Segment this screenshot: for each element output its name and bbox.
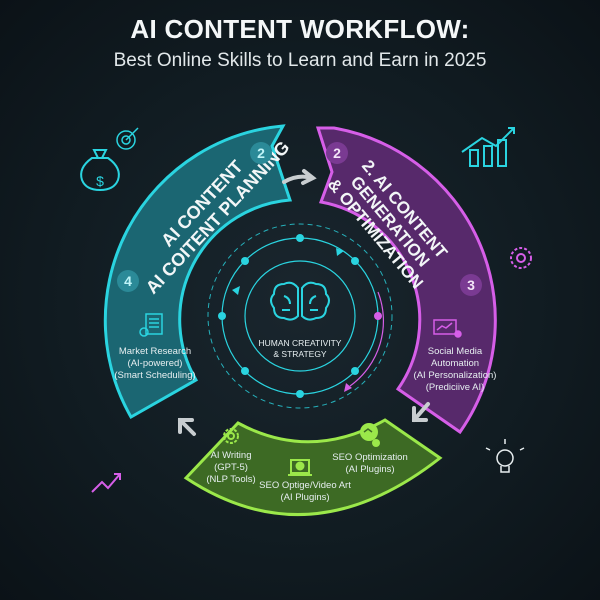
tool-item-line3: (NLP Tools) [206, 474, 256, 485]
planning-item-line3: (Smart Scheduling) [114, 370, 196, 381]
tool-item-line1: AI Writing [210, 450, 252, 461]
brain-icon [270, 281, 330, 321]
tool-item-line1: SEO Optige/Video Art [259, 480, 351, 491]
generation-item-line3: (AI Personalization) [413, 370, 497, 381]
planning-band[interactable] [103, 124, 293, 420]
center-hub [207, 223, 393, 409]
money-bag-icon: $ [80, 149, 120, 192]
target-icon [116, 127, 139, 150]
center-label-line1: HUMAN CREATIVITY [258, 338, 342, 348]
planning-item-line2: (AI-powered) [127, 358, 183, 369]
gear-cluster-icon [510, 247, 532, 269]
generation-item: Social Media Automation (AI Personalizat… [400, 346, 510, 394]
trend-arrow-icon [91, 473, 121, 493]
subtitle: Best Online Skills to Learn and Earn in … [113, 50, 487, 71]
planning-item-line1: Market Research [118, 346, 192, 357]
svg-text:$: $ [96, 173, 104, 189]
tool-item-line1: SEO Optimization [332, 452, 408, 463]
tool-item-line2: (AI Plugins) [345, 464, 395, 475]
title: AI CONTENT WORKFLOW: [130, 14, 470, 44]
growth-chart-icon [461, 127, 515, 167]
arrow-up-left-icon [178, 418, 196, 436]
tool-item-ai-writing: AI Writing (GPT-5) (NLP Tools) [196, 450, 266, 486]
arrow-right-icon [282, 169, 317, 185]
tool-item-line2: (AI Plugins) [280, 492, 330, 503]
generation-item-line1: Social Media [427, 346, 483, 357]
center-label-line2: & STRATEGY [273, 349, 327, 359]
planning-side-badge: 4 [117, 270, 139, 292]
planning-item: Market Research (AI-powered) (Smart Sche… [100, 346, 210, 382]
center-label: HUMAN CREATIVITY & STRATEGY [240, 338, 360, 360]
generation-step-badge: 2 [326, 142, 348, 164]
lightbulb-icon [485, 439, 525, 473]
arrow-down-left-icon [412, 402, 430, 422]
generation-side-badge: 3 [460, 274, 482, 296]
tool-item-seo-optimization: SEO Optimization (AI Plugins) [325, 452, 415, 476]
generation-item-line4: (Prediciive AI) [425, 382, 485, 393]
planning-step-badge: 2 [250, 142, 272, 164]
tool-item-seo-video: SEO Optige/Video Art (AI Plugins) [250, 480, 360, 504]
generation-band[interactable] [315, 126, 497, 435]
tool-item-line2: (GPT-5) [214, 462, 248, 473]
generation-item-line2: Automation [430, 358, 480, 369]
